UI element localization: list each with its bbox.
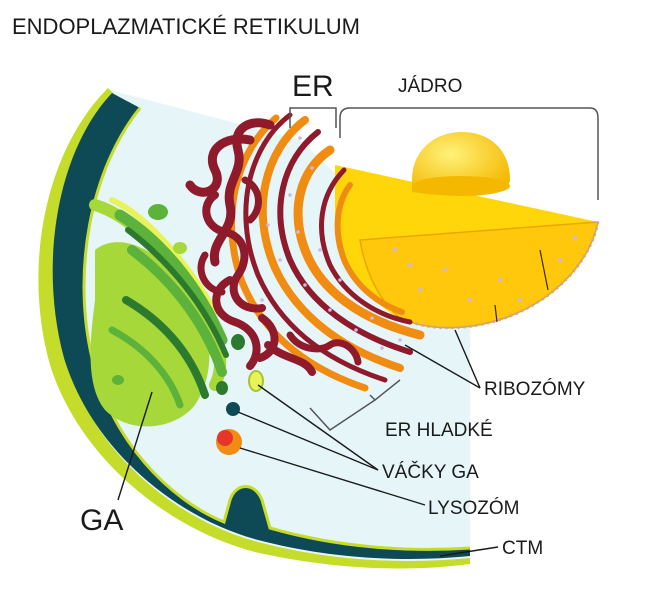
rough-er-cisterna — [243, 112, 388, 383]
label-golgi: GA — [80, 504, 123, 537]
label-er: ER — [292, 70, 334, 103]
leader-lines — [117, 329, 499, 557]
label-smooth-er: ER HLADKÉ — [385, 420, 493, 441]
leader-ga-vesicles — [237, 411, 379, 471]
er-bracket — [289, 107, 337, 128]
label-ribosomes: RIBOZÓMY — [484, 378, 586, 400]
rough-er-cisterna — [277, 129, 413, 355]
golgi-vesicle — [231, 334, 245, 350]
label-nucleus: JÁDRO — [398, 76, 462, 97]
golgi-vesicle — [216, 381, 228, 395]
smooth-er-tubule — [241, 176, 262, 224]
rough-er-cisterna — [334, 182, 405, 315]
leader-lysosome — [239, 447, 426, 506]
leader-ribosomes — [404, 344, 481, 389]
rough-er-cisterna — [293, 145, 425, 340]
smooth-er-tubule — [202, 191, 266, 313]
smooth-er-tubule — [185, 134, 255, 197]
label-membrane: CTM — [502, 538, 543, 559]
leader-golgi — [117, 391, 153, 501]
ga-vesicle-yellow — [248, 370, 264, 392]
golgi-vesicle — [148, 204, 168, 220]
golgi-cisterna — [108, 326, 184, 409]
label-lysosome: LYSOZÓM — [428, 497, 520, 519]
nucleus — [335, 132, 600, 330]
ribosome-dots — [260, 136, 577, 350]
nuclear-pore — [539, 249, 549, 291]
golgi-cisterna — [109, 197, 218, 315]
cell-membrane-outer — [38, 88, 470, 569]
ga-vesicle-dark — [226, 402, 240, 416]
leader-ga-vesicles — [257, 384, 379, 471]
nuclear-pore — [494, 304, 498, 323]
leader-ribosomes — [454, 329, 481, 389]
cell-membrane — [52, 93, 470, 559]
rough-er-cisterna — [228, 114, 369, 392]
golgi-cisterna — [125, 227, 229, 358]
rough-er-cisterna — [319, 167, 413, 325]
smooth-er — [185, 118, 362, 376]
golgi-vesicle — [112, 375, 124, 385]
golgi-vesicle — [173, 242, 187, 254]
nuclear-envelope-edge — [399, 221, 600, 330]
lysosome-core — [217, 430, 233, 446]
golgi-cisterna — [122, 296, 209, 399]
nucleolus-base — [412, 176, 510, 196]
smooth-er-tubule — [197, 251, 226, 296]
diagram-title: ENDOPLAZMATICKÉ RETIKULUM — [12, 14, 360, 39]
smooth-er-tubule — [256, 314, 316, 376]
golgi-cisterna — [127, 245, 227, 377]
membrane-inner-rim — [82, 107, 471, 551]
smooth-er-tubule — [286, 331, 362, 366]
label-ga-vesicles: VÁČKY GA — [382, 461, 479, 483]
golgi-apparatus — [89, 197, 245, 427]
nucleus-bracket — [339, 107, 599, 200]
leader-membrane — [439, 546, 499, 557]
golgi-cisterna — [114, 209, 228, 346]
smooth-er-bracket — [309, 379, 401, 431]
